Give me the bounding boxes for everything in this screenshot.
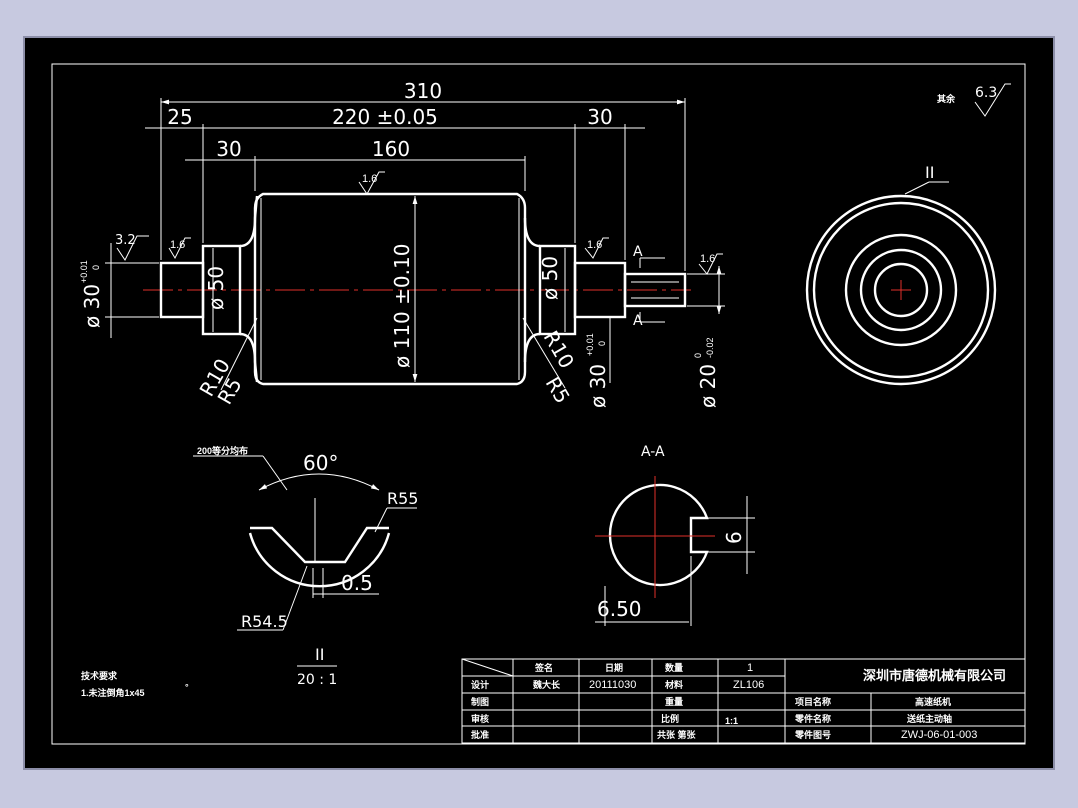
section-mark-bottom: A [633,313,643,329]
dim-dia-left-shaft-tol-upper: +0.01 [79,260,89,283]
dim-span: 220 ±0.05 [332,105,438,129]
right-fillet [523,217,541,363]
end-view-ring-5 [873,262,929,318]
detail-scale: 20 : 1 [297,672,337,688]
horizontal-dimensions: 310 25 220 ±0.05 30 30 160 [145,79,686,271]
tb-header-quantity: 数量 [665,662,683,673]
end-view-ring-4 [859,248,943,332]
dim-dia-right-shaft-tol-upper: +0.01 [585,333,595,356]
drawing-sheet: 310 25 220 ±0.05 30 30 160 ø 30 +0.01 0 … [25,38,1053,768]
dim-dia-key-end: ø 20 [696,364,720,408]
detail-label: II [315,645,324,664]
tb-part-name: 送纸主动轴 [906,713,952,724]
roughness-symbol: 1.6 [584,237,609,259]
end-view-ring-3 [844,233,958,347]
section-a-a: A-A 6 6.50 [595,444,755,626]
general-roughness-value: 6.3 [975,85,997,101]
tb-project-label: 项目名称 [795,696,831,707]
section-marks: A A [633,244,665,329]
dim-dia-left-shaft: ø 30 [80,284,104,328]
dim-dia-right-step: ø 50 [538,256,562,300]
tb-part-name-label: 零件名称 [794,713,831,724]
diameter-dimensions: ø 30 +0.01 0 ø 50 ø 110 ±0.10 ø 50 ø 30 … [79,196,725,408]
tb-part-no: ZWJ-06-01-003 [901,729,977,741]
detail-count-label: 200等分均布 [197,445,248,456]
end-view-outer-ring [805,194,997,386]
tb-approve-role: 批准 [471,729,489,740]
section-mark-top: A [633,244,643,260]
roughness-left-step: 1.6 [170,239,185,251]
section-label: A-A [641,444,665,460]
roughness-symbol: 1.6 [698,253,723,275]
shaft-main-view [143,192,691,386]
roughness-right-step: 1.6 [587,239,602,251]
dim-dia-left-step: ø 50 [204,266,228,310]
dim-body-length: 160 [372,137,410,161]
section-depth: 6.50 [597,597,642,621]
tb-header-name: 签名 [534,662,553,673]
tech-notes-line1: 1.未注倒角1x45 [81,687,145,698]
tb-project: 高速纸机 [915,696,951,707]
left-step-outline [201,244,242,336]
tb-designer-role: 设计 [471,679,489,690]
tb-material-label: 材料 [664,679,683,690]
inner-border [51,63,1026,745]
detail-groove-profile [250,526,389,564]
dim-left-shaft: 25 [167,105,192,129]
tb-designer-name: 魏大长 [532,679,561,690]
tb-scale: 1:1 [725,716,738,726]
roughness-left-end: 3.2 [115,233,136,248]
roughness-symbol: 3.2 [115,233,149,261]
dim-dia-body: ø 110 ±0.10 [390,244,414,368]
detail-outline-arc [248,532,391,588]
tech-notes: 技术要求 1.未注倒角1x45 ° [81,670,189,698]
detail-angle: 60° [303,451,338,475]
dim-overall: 310 [404,79,442,103]
fillet-r5-right: R5 [541,373,575,408]
tb-part-no-label: 零件图号 [794,729,831,740]
dim-dia-left-shaft-tol-lower: 0 [91,265,101,270]
tb-weight-label: 重量 [665,696,683,707]
roughness-symbol: 1.6 [168,237,191,260]
tb-designer-date: 20111030 [589,679,636,691]
dim-right-shaft: 30 [587,105,612,129]
end-view-detail-mark: II [925,163,934,182]
roughness-body: 1.6 [362,173,377,185]
section-hatched-area [608,483,709,587]
dim-dia-right-shaft: ø 30 [586,364,610,408]
general-roughness-label: 其余 [937,93,956,104]
engineering-drawing: 310 25 220 ±0.05 30 30 160 ø 30 +0.01 0 … [51,63,1026,745]
dim-dia-key-end-tol-upper: 0 [693,353,703,358]
detail-ii: 60° 200等分均布 R55 0.5 R54.5 II 20 : 1 [193,445,418,688]
dim-dia-right-shaft-tol-lower: 0 [597,341,607,346]
roller-body-outline [253,192,527,386]
dim-left-step: 30 [216,137,241,161]
roughness-key-end: 1.6 [700,253,715,265]
detail-depth: 0.5 [341,571,373,595]
general-roughness: 其余 6.3 [937,83,1011,117]
roughness-symbol: 1.6 [358,171,385,195]
tb-material: ZL106 [733,679,764,691]
detail-r54-5: R54.5 [241,612,288,631]
key-end-outline [623,272,687,308]
title-block: 签名 日期 数量 1 设计 魏大长 20111030 材料 ZL106 制图 重… [461,658,1026,744]
end-view-ring-2 [812,201,990,379]
tech-notes-title: 技术要求 [81,670,118,681]
tech-notes-degree: ° [185,682,189,692]
detail-r55: R55 [387,489,418,508]
fillet-labels: R10 R5 R10 R5 [195,317,579,409]
roughness-symbols: 3.2 1.6 1.6 1.6 1.6 [115,171,723,275]
tb-review-role: 审核 [471,713,489,724]
section-key-width: 6 [722,531,746,544]
tb-scale-label: 比例 [661,713,679,724]
tb-company: 深圳市唐德机械有限公司 [863,668,1006,683]
dim-dia-key-end-tol-lower: -0.02 [705,337,715,358]
tb-check-role: 制图 [471,696,489,707]
tb-sheet-label: 共张 第张 [657,729,697,740]
end-view: II [805,163,997,386]
tb-quantity-value: 1 [747,662,753,674]
tb-header-date: 日期 [605,662,623,673]
